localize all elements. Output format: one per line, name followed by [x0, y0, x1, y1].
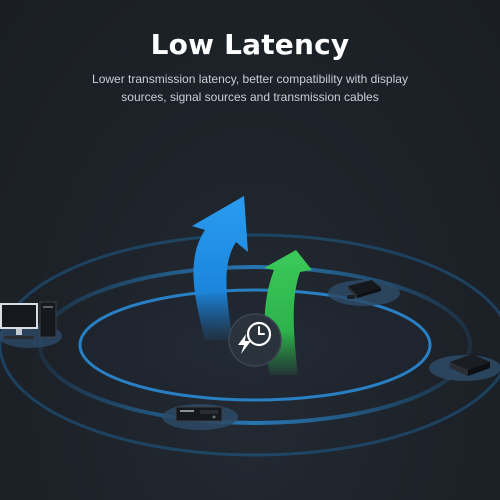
page-title: Low Latency: [150, 28, 350, 61]
media-box-icon: [429, 354, 500, 381]
ring-outer: [0, 233, 500, 457]
clock-lightning-icon: [228, 313, 282, 367]
page-subtitle: Lower transmission latency, better compa…: [92, 72, 408, 104]
blue-arrow-icon: [192, 196, 248, 340]
desktop-computer-icon: [0, 301, 62, 348]
game-console-icon: [328, 280, 400, 306]
dvd-player-icon: [162, 404, 238, 430]
